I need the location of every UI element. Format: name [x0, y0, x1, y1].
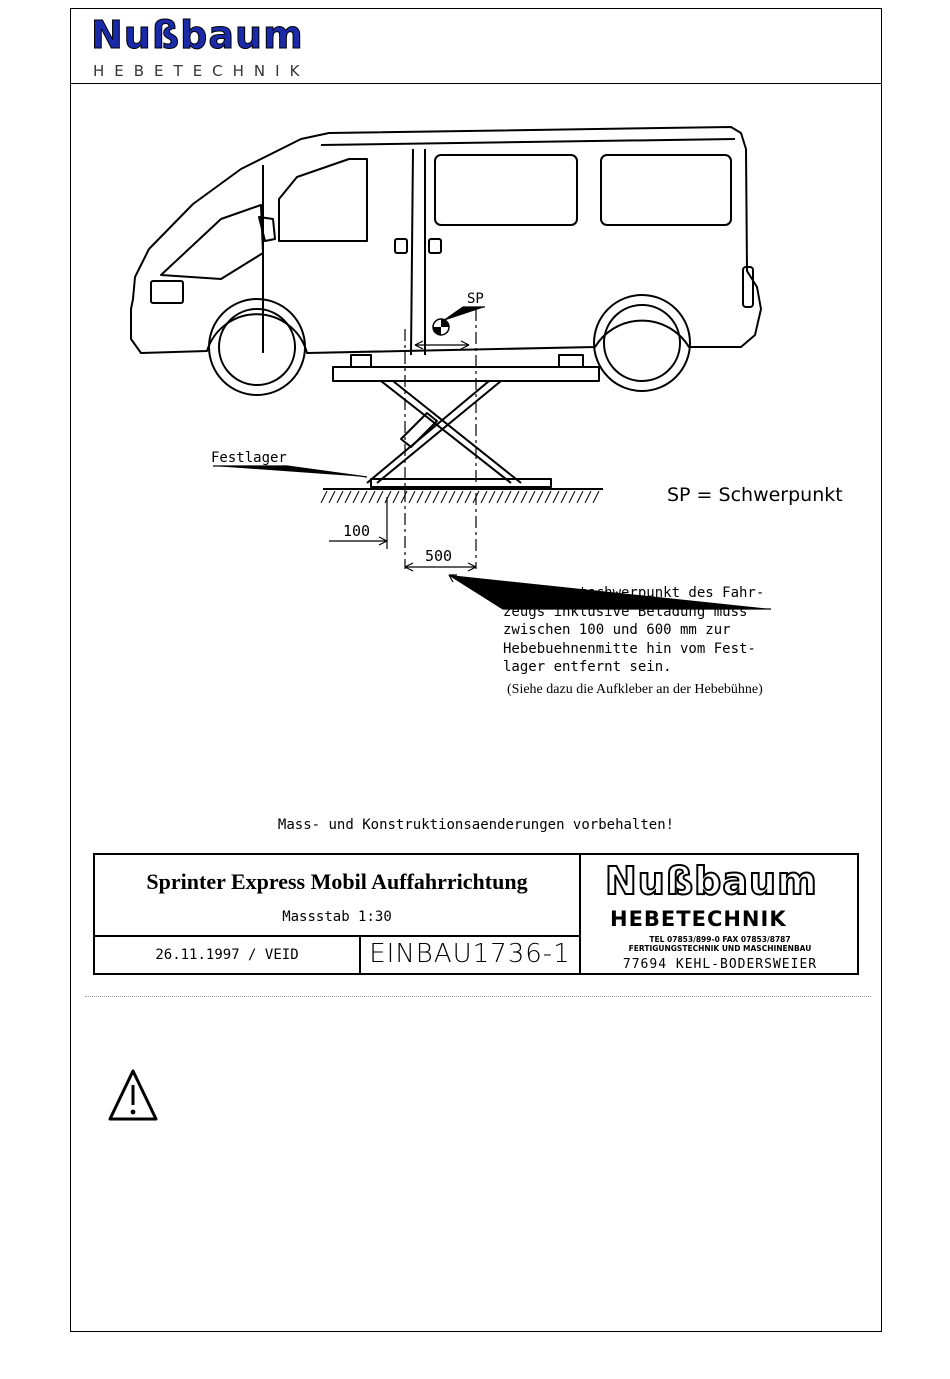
- scissor-arm-1: [380, 380, 512, 484]
- page-frame: Nußbaum HEBETECHNIK: [70, 8, 882, 1332]
- sp-symbol: [432, 318, 450, 336]
- sp-label: SP: [467, 291, 484, 307]
- reservation-note: Mass- und Konstruktionsaenderungen vorbe…: [277, 817, 675, 833]
- drawing-number: EINBAU1736-1: [369, 939, 571, 969]
- sp-legend: SP = Schwerpunkt: [667, 484, 843, 506]
- title-block-logo-subtitle: HEBETECHNIK: [610, 907, 787, 931]
- side-window-2: [600, 154, 732, 226]
- drawing-title: Sprinter Express Mobil Auffahrrichtung: [146, 869, 528, 894]
- rear-wheel: [593, 294, 691, 392]
- dotted-separator: [85, 996, 871, 997]
- company-logo-subtitle: HEBETECHNIK: [93, 62, 310, 80]
- warning-triangle-icon: [107, 1067, 159, 1127]
- scissor-arm-2: [376, 380, 502, 484]
- vehicle-lift-drawing: SP Festlager 100 500: [130, 126, 771, 610]
- company-logo: Nußbaum: [91, 13, 304, 57]
- sticker-reference-note: (Siehe dazu die Aufkleber an der Hebebüh…: [507, 682, 763, 697]
- front-wheel: [208, 298, 306, 396]
- drawing-date: 26.11.1997 / VEID: [155, 947, 299, 963]
- drawing-scale: Massstab 1:30: [282, 909, 392, 925]
- lift-platform: [332, 366, 600, 382]
- dimension-500: 500: [425, 547, 452, 565]
- title-block-logo: Nußbaum: [604, 859, 818, 903]
- lift-base: [370, 478, 552, 488]
- front-window: [278, 158, 368, 242]
- dimension-100: 100: [343, 522, 370, 540]
- side-window-1: [434, 154, 578, 226]
- festlager-label: Festlager: [211, 450, 287, 466]
- title-block: Sprinter Express Mobil Auffahrrichtung M…: [93, 853, 859, 975]
- page-header: Nußbaum HEBETECHNIK: [71, 9, 881, 84]
- company-address: 77694 KEHL-BODERSWEIER: [622, 957, 818, 972]
- center-of-gravity-note: Der Gesamtschwerpunkt des Fahr- zeugs in…: [503, 585, 765, 675]
